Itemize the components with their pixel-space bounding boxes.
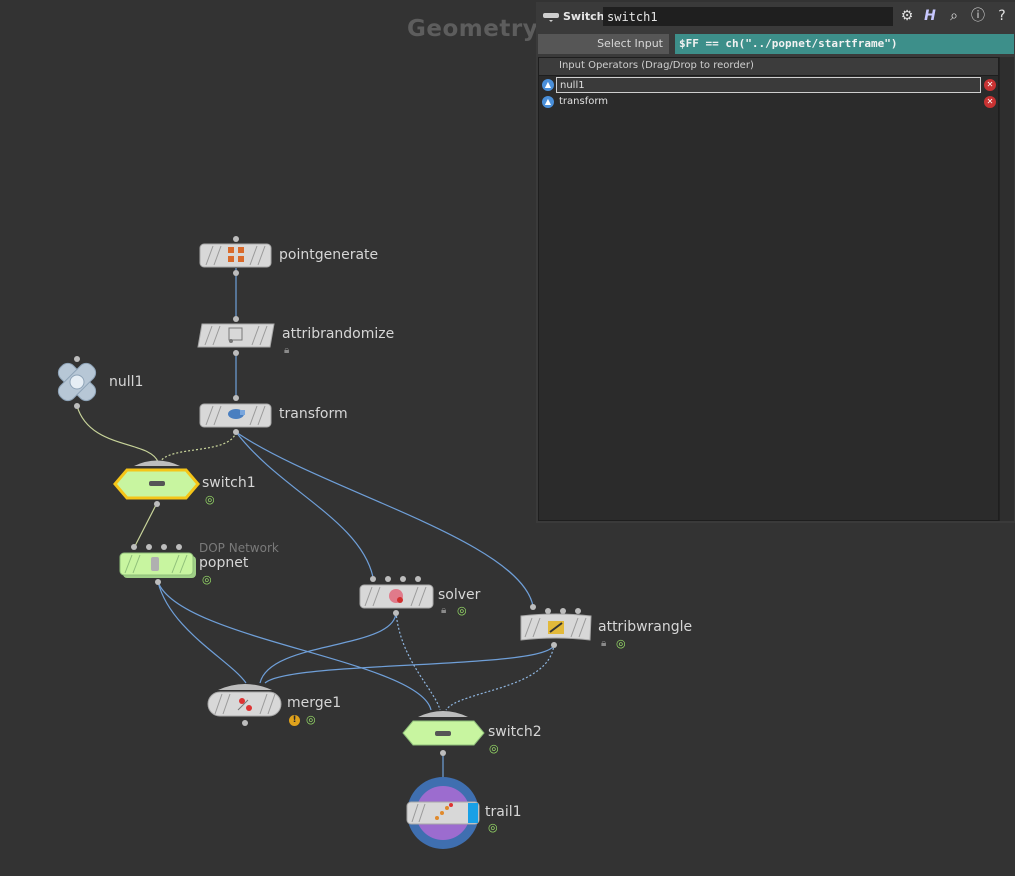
gear-icon[interactable]: ⚙	[900, 8, 914, 24]
wire-solver-switch2	[395, 611, 441, 711]
remove-input-icon[interactable]: ✕	[984, 79, 996, 91]
input-operators-header-label: Input Operators (Drag/Drop to reorder)	[559, 60, 754, 71]
wire-transform-switch1	[159, 431, 237, 463]
null-icon	[69, 374, 85, 390]
node-switch2[interactable]	[402, 711, 485, 756]
merge-icon	[237, 698, 252, 711]
status-ok-icon: ◎	[489, 742, 499, 755]
info-icon[interactable]: ⓘ	[971, 8, 985, 24]
status-ok-icon: ◎	[616, 637, 626, 650]
input-operator-name[interactable]: null1	[556, 77, 981, 93]
lock-icon[interactable]: 🔒︎	[284, 345, 290, 356]
jump-to-node-icon[interactable]: ▲	[542, 96, 554, 108]
node-label-transform: transform	[279, 406, 348, 422]
wire-attribwrangle-merge1	[264, 643, 555, 684]
parameter-header: Switch ⚙ H ⌕ ⓘ ?	[536, 2, 1015, 30]
input-operator-name[interactable]: transform	[559, 96, 609, 107]
wire-transform-solver	[235, 431, 374, 578]
switch1-icon	[149, 481, 165, 486]
input-operators-header: Input Operators (Drag/Drop to reorder)	[539, 58, 998, 76]
node-label-switch1: switch1	[202, 475, 256, 491]
node-solver[interactable]	[359, 576, 434, 616]
node-label-popnet: popnet	[199, 555, 249, 571]
list-item[interactable]: ▲ transform ✕	[539, 94, 998, 110]
trail-icon	[435, 803, 453, 820]
context-label: Geometry	[407, 16, 539, 42]
node-label-attribrandomize: attribrandomize	[282, 326, 395, 342]
wire-transform-attribwrangle	[235, 431, 534, 607]
node-type-popnet: DOP Network	[199, 541, 279, 555]
node-label-solver: solver	[438, 587, 481, 603]
lock-icon[interactable]: 🔒︎	[441, 605, 447, 616]
node-label-merge1: merge1	[287, 695, 342, 711]
help-icon[interactable]: ?	[998, 8, 1006, 24]
transform-icon	[228, 409, 245, 419]
node-null1[interactable]	[46, 351, 108, 413]
select-input-label[interactable]: Select Input	[538, 34, 669, 54]
lock-icon[interactable]: 🔒︎	[601, 638, 607, 649]
input-operators-list[interactable]: Input Operators (Drag/Drop to reorder) ▲…	[538, 57, 999, 521]
node-label-switch2: switch2	[488, 724, 542, 740]
scrollbar[interactable]	[999, 57, 1014, 521]
attribwrangle-icon	[548, 621, 564, 634]
remove-input-icon[interactable]: ✕	[984, 96, 996, 108]
select-input-expression[interactable]: $FF == ch("../popnet/startframe")	[675, 34, 1014, 54]
node-transform[interactable]	[199, 395, 272, 435]
switch2-icon	[435, 731, 451, 736]
node-name-field[interactable]	[603, 7, 893, 26]
wire-solver-merge1	[259, 611, 397, 684]
status-ok-icon: ◎	[488, 821, 498, 834]
node-attribrandomize[interactable]	[197, 316, 275, 356]
jump-to-node-icon[interactable]: ▲	[542, 79, 554, 91]
node-label-attribwrangle: attribwrangle	[598, 619, 693, 635]
node-label-null1: null1	[109, 374, 144, 390]
bypass-status-icon: ◎	[205, 493, 215, 506]
node-merge1[interactable]	[207, 684, 282, 726]
warning-icon[interactable]: !	[289, 715, 300, 726]
pointgenerate-icon	[228, 247, 244, 262]
dop-network-icon	[151, 557, 159, 571]
houdini-help-icon[interactable]: H	[924, 8, 936, 24]
node-trail1[interactable]	[406, 777, 480, 849]
node-label-trail1: trail1	[485, 804, 522, 820]
status-ok-icon: ◎	[306, 713, 316, 726]
wire-switch1-popnet	[134, 502, 158, 547]
search-icon[interactable]: ⌕	[950, 8, 958, 24]
operator-type-label: Switch	[563, 10, 605, 23]
switch-op-icon[interactable]	[541, 10, 563, 22]
list-item[interactable]: ▲ null1 ✕	[539, 77, 998, 93]
status-ok-icon: ◎	[457, 604, 467, 617]
node-attribwrangle[interactable]	[520, 604, 592, 648]
wire-popnet-merge1	[157, 581, 247, 684]
node-pointgenerate[interactable]	[199, 236, 272, 276]
node-label-pointgenerate: pointgenerate	[279, 247, 379, 263]
wire-null1-switch1	[76, 405, 159, 463]
wire-popnet-switch2	[157, 581, 432, 711]
display-flag	[468, 803, 478, 823]
wire-attribwrangle-switch2	[445, 643, 555, 711]
node-switch1[interactable]	[113, 460, 200, 508]
node-popnet[interactable]	[119, 544, 196, 585]
status-ok-icon: ◎	[202, 573, 212, 586]
solver-icon	[389, 589, 403, 603]
attribrandomize-icon	[228, 327, 243, 343]
parameter-pane: Switch ⚙ H ⌕ ⓘ ? Select Input $FF == ch(…	[536, 2, 1015, 523]
